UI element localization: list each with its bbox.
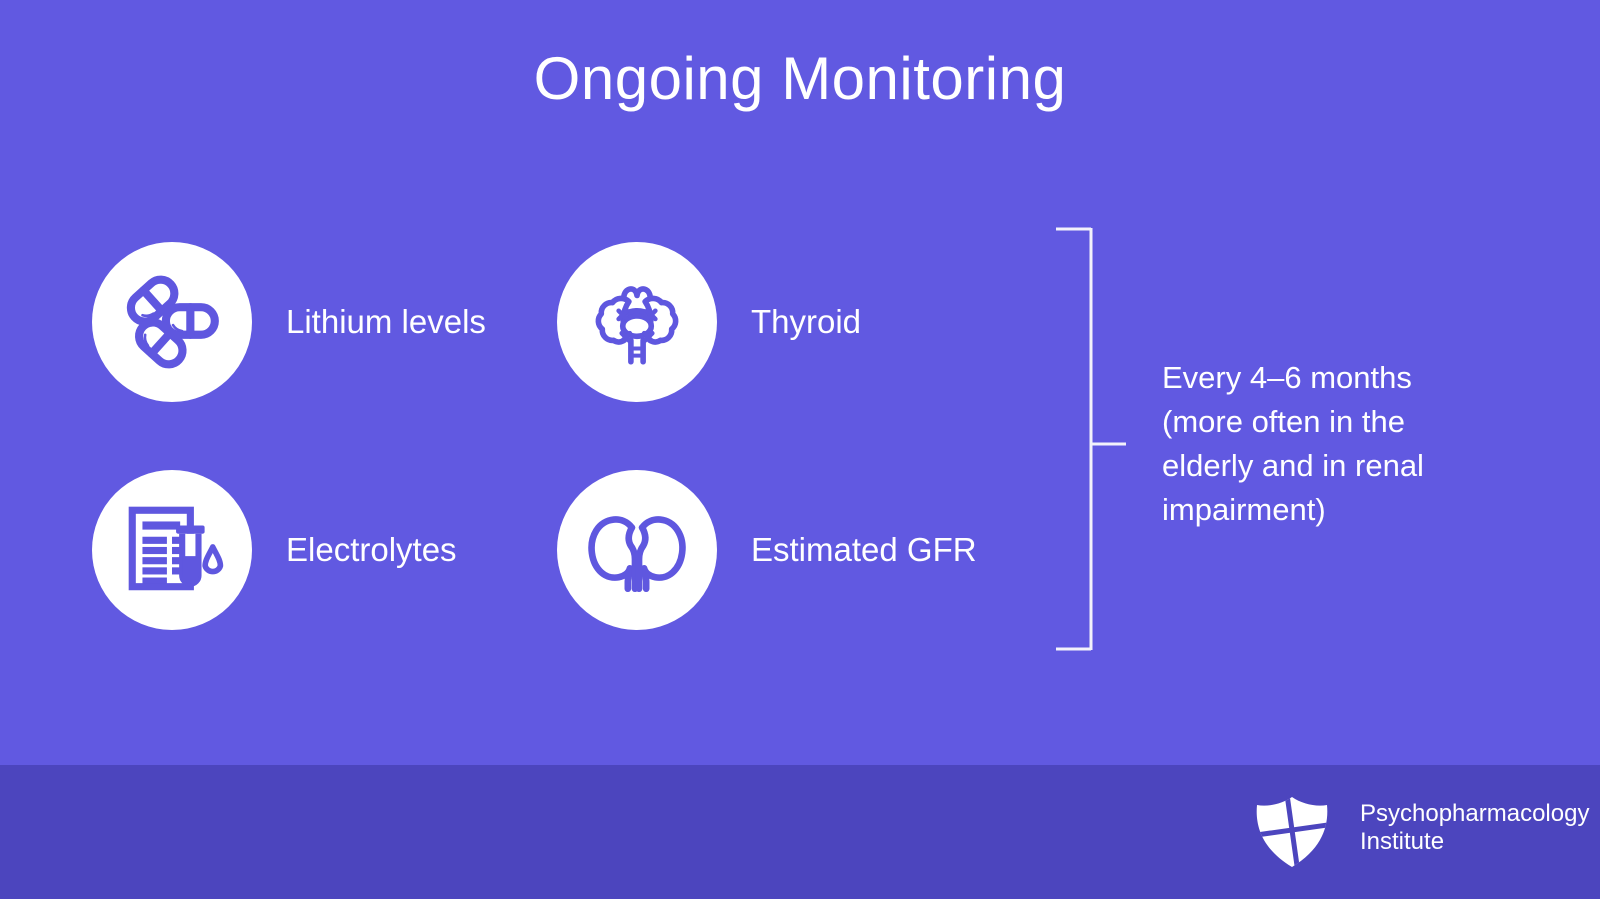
bracket-note-line: Every 4–6 months [1162,360,1412,395]
footer-bar: Psychopharmacology Institute [0,765,1600,899]
bracket-note-line: elderly and in renal [1162,448,1424,483]
brand-name: Psychopharmacology Institute [1360,800,1589,856]
item-thyroid: Thyroid [557,242,861,402]
item-label-electrolytes: Electrolytes [286,531,457,568]
shield-logo-icon [1256,797,1328,867]
item-label-estimated-gfr: Estimated GFR [751,531,977,568]
item-electrolytes: Electrolytes [92,470,457,630]
item-lithium-levels: Lithium levels [92,242,486,402]
bracket-note: Every 4–6 months (more often in the elde… [1162,356,1532,532]
brand-line-1: Psychopharmacology [1360,800,1590,827]
kidneys-icon [557,470,717,630]
item-estimated-gfr: Estimated GFR [557,470,977,630]
lab-report-icon [92,470,252,630]
brand-line-2: Institute [1360,828,1445,855]
item-label-lithium-levels: Lithium levels [286,303,486,340]
item-label-thyroid: Thyroid [751,303,862,340]
bracket-note-line: impairment) [1162,492,1326,527]
bracket-note-line: (more often in the [1162,404,1405,439]
page-title: Ongoing Monitoring [533,45,1067,112]
thyroid-icon [557,242,717,402]
pills-icon [92,242,252,402]
grouping-bracket [1056,227,1126,651]
